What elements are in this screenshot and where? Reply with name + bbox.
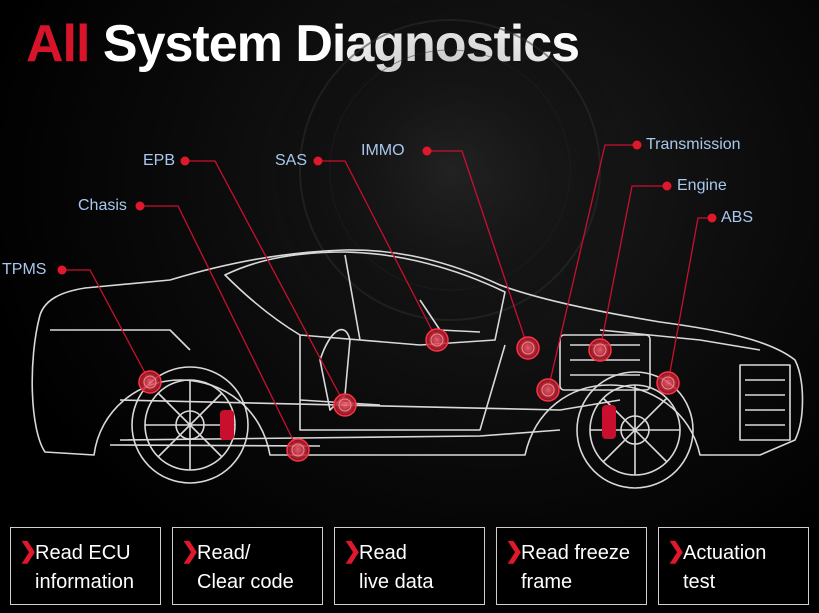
label-epb: EPB xyxy=(143,152,176,169)
chevron-right-icon: ❯ xyxy=(667,538,686,563)
feature-line1: Read ECU xyxy=(35,542,131,564)
feature-line1: Read xyxy=(359,542,407,564)
label-transmission: Transmission xyxy=(646,136,741,153)
chevron-right-icon: ❯ xyxy=(19,538,38,563)
label-chasis: Chasis xyxy=(78,197,127,214)
feature-line2: frame xyxy=(521,571,573,593)
chevron-right-icon: ❯ xyxy=(343,538,362,563)
chevron-right-icon: ❯ xyxy=(181,538,200,563)
title-accent: All xyxy=(26,15,90,73)
label-tpms: TPMS xyxy=(2,261,47,278)
feature-line1: Read freeze xyxy=(521,542,630,564)
feature-line1: Read/ xyxy=(197,542,251,564)
feature-read-live-data: ❯ Read live data xyxy=(334,527,485,605)
brake-calipers xyxy=(220,405,616,440)
feature-line2: test xyxy=(683,571,716,593)
feature-line1: Actuation xyxy=(683,542,767,564)
feature-list: ❯ Read ECU information ❯ Read/ Clear cod… xyxy=(10,527,813,607)
chevron-right-icon: ❯ xyxy=(505,538,524,563)
feature-line2: Clear code xyxy=(197,571,294,593)
feature-line2: live data xyxy=(359,571,434,593)
feature-read-ecu-information: ❯ Read ECU information xyxy=(10,527,161,605)
label-sas: SAS xyxy=(275,152,308,169)
background-gauge xyxy=(275,0,625,345)
label-abs: ABS xyxy=(721,209,754,226)
feature-read-clear-code: ❯ Read/ Clear code xyxy=(172,527,323,605)
feature-line2: information xyxy=(35,571,134,593)
target-markers xyxy=(138,328,680,462)
label-engine: Engine xyxy=(677,177,727,194)
label-immo: IMMO xyxy=(361,142,405,159)
leader-lines xyxy=(62,144,712,451)
feature-read-freeze-frame: ❯ Read freeze frame xyxy=(496,527,647,605)
label-dots xyxy=(57,140,717,275)
feature-actuation-test: ❯ Actuation test xyxy=(658,527,809,605)
